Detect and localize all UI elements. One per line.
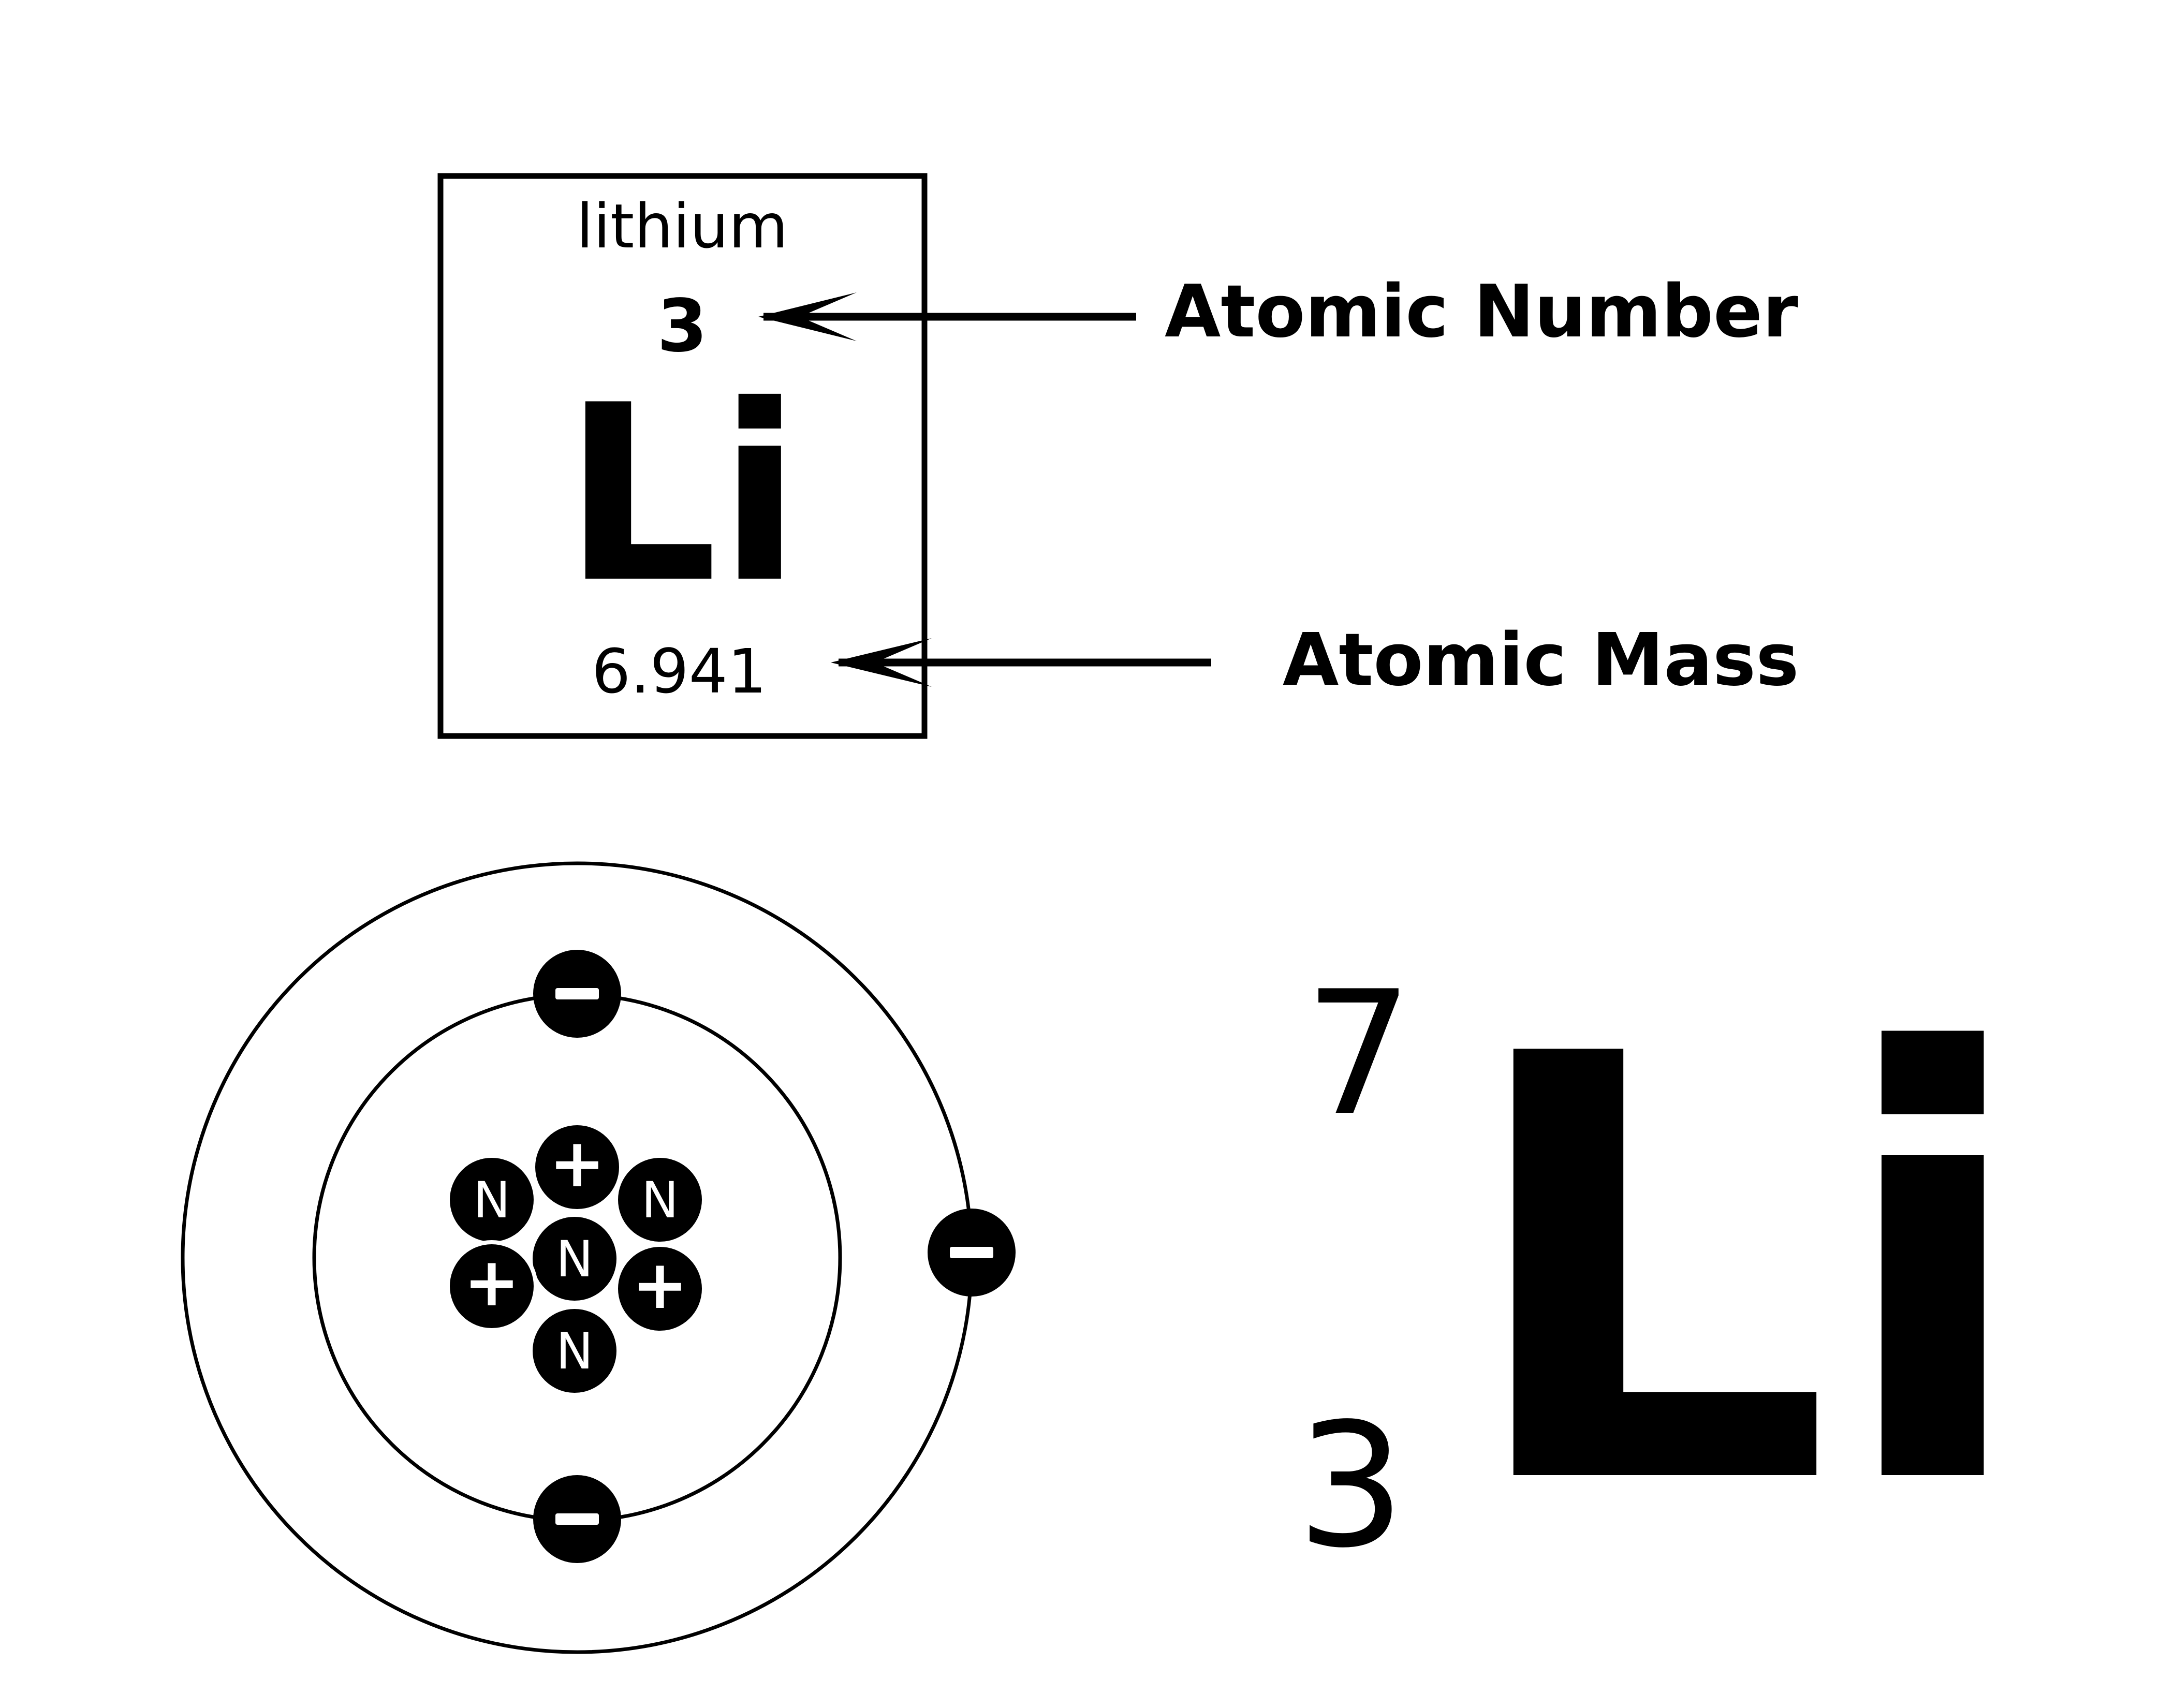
proton-sign: + — [632, 1245, 688, 1324]
neutron-letter: N — [641, 1171, 679, 1229]
isotope-atomic-number: 3 — [1297, 1387, 1405, 1585]
atomic-number-arrowhead — [758, 292, 857, 341]
electron-minus-sign — [555, 988, 599, 999]
proton-sign: + — [464, 1243, 520, 1321]
atomic-mass-label: Atomic Mass — [1283, 618, 1799, 702]
electron-minus-sign — [950, 1247, 993, 1258]
element-atomic-mass: 6.941 — [592, 636, 767, 707]
element-name: lithium — [576, 190, 788, 262]
nucleus-particle-neutron: N — [528, 1213, 621, 1305]
isotope-mass-number: 7 — [1304, 954, 1413, 1153]
atomic-mass-callout: Atomic Mass — [831, 618, 1799, 702]
proton-sign: + — [549, 1124, 606, 1202]
nucleus-particle-neutron: N — [614, 1154, 706, 1246]
nucleus-particle-proton: + — [446, 1240, 538, 1332]
neutron-letter: N — [473, 1171, 510, 1229]
element-card-frame — [437, 173, 928, 739]
nucleus-particle-proton: + — [614, 1243, 706, 1335]
element-symbol: Li — [563, 353, 802, 636]
neutron-letter: N — [556, 1322, 593, 1380]
neutron-letter: N — [556, 1230, 593, 1288]
electron-inner-bottom — [533, 1475, 621, 1563]
atomic-mass-arrowhead — [831, 638, 932, 687]
nucleus: N + N N + + N — [446, 1121, 706, 1397]
element-atomic-number: 3 — [657, 284, 707, 369]
bohr-atom-model: N + N N + + N — [181, 861, 1016, 1654]
nucleus-particle-neutron: N — [528, 1305, 621, 1397]
electron-minus-sign — [555, 1513, 599, 1525]
atomic-number-callout: Atomic Number — [758, 270, 1798, 354]
electron-outer-right — [928, 1209, 1016, 1297]
atomic-number-label: Atomic Number — [1165, 270, 1798, 354]
nucleus-particle-neutron: N — [446, 1154, 538, 1246]
isotope-symbol: Li — [1460, 933, 2033, 1613]
electron-inner-top — [533, 950, 621, 1038]
nucleus-particle-proton: + — [531, 1121, 623, 1213]
element-card: lithium 3 Li 6.941 — [437, 173, 928, 739]
isotope-notation: 7 3 Li — [1297, 933, 2033, 1613]
